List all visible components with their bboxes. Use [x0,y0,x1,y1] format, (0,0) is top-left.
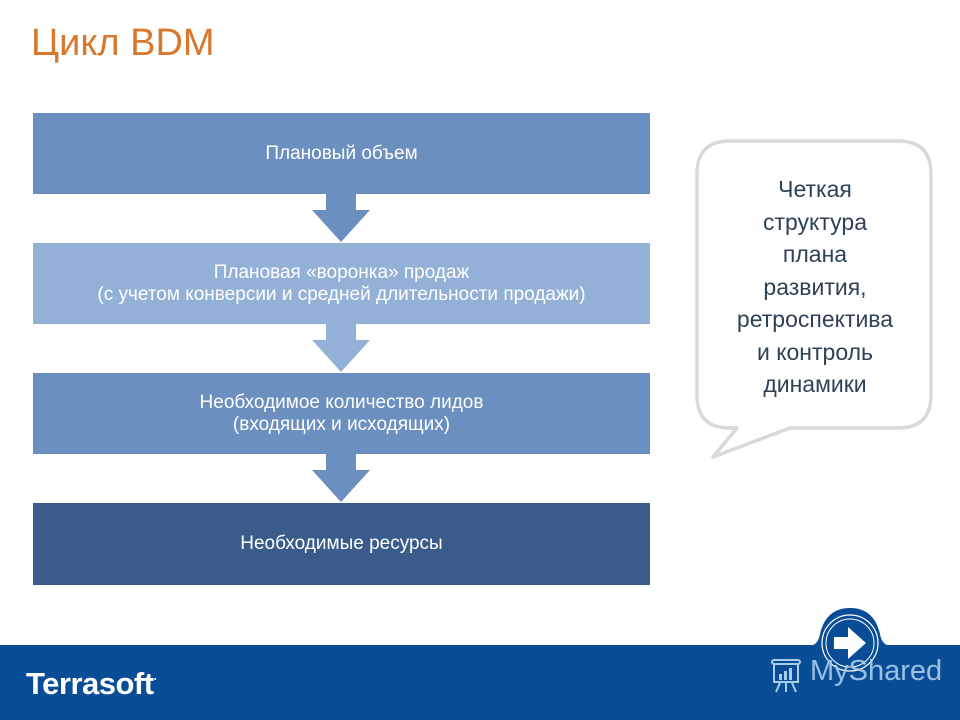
flow-step-label: Плановый объем [265,142,418,164]
watermark-text: MyShared [810,655,943,687]
arrow-down-icon [312,454,370,502]
footer-band [0,645,960,720]
flow-step-resources: Необходимые ресурсы [33,503,650,585]
flow-step-label: Необходимое количество лидов (входящих и… [199,391,484,435]
flow-step-label: Необходимые ресурсы [240,533,443,554]
terrasoft-logo: Terrasoft· [26,666,158,702]
slide-title: Цикл BDM [31,22,215,64]
arrow-right-icon [834,627,866,659]
arrow-down-icon [312,194,370,242]
logo-text: Terrasoft [26,666,154,701]
logo-mark: · [153,672,158,686]
speech-bubble-text: Четкая структура плана развития, ретросп… [736,176,894,397]
presentation-board-icon [771,659,801,693]
flow-step-leads-count: Необходимое количество лидов (входящих и… [33,373,650,454]
flow-step-sales-funnel: Плановая «воронка» продаж (с учетом конв… [33,243,650,324]
flow-step-planned-volume: Плановый объем [33,113,650,194]
flow-step-label: Плановая «воронка» продаж (с учетом конв… [97,261,586,305]
arrow-down-icon [312,324,370,372]
